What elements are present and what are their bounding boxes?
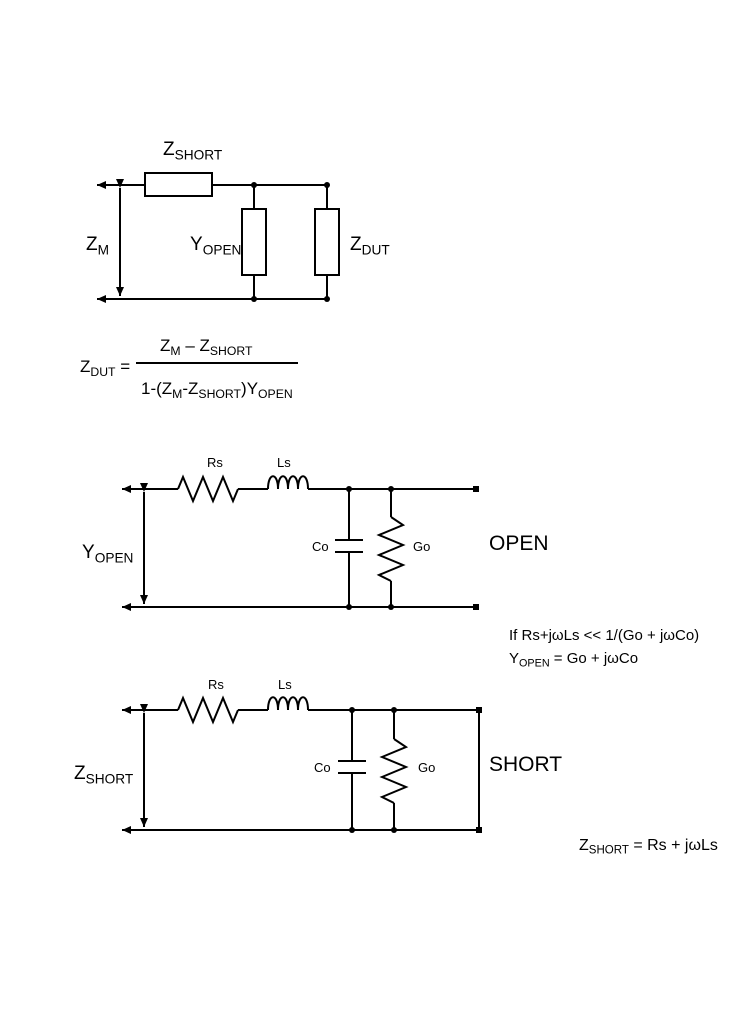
open-terminal — [473, 604, 479, 610]
go-label-open: Go — [413, 540, 430, 553]
node-dot — [251, 296, 257, 302]
co-label-short: Co — [314, 761, 331, 774]
condition-line1: If Rs+jωLs << 1/(Go + jωCo) — [509, 628, 699, 643]
zshort-port-label: ZSHORT — [74, 764, 133, 783]
go-resistor-open — [379, 517, 403, 581]
zshort-equation: ZSHORT = Rs + jωLs — [579, 838, 718, 854]
yopen-label: YOPEN — [190, 235, 241, 254]
go-resistor-short — [382, 739, 406, 803]
node-dot — [349, 827, 355, 833]
rs-label-open: Rs — [207, 456, 223, 469]
short-terminal — [476, 827, 482, 833]
open-terminal — [473, 486, 479, 492]
node-dot — [388, 486, 394, 492]
node-dot — [324, 296, 330, 302]
formula-denominator: 1-(ZM-ZSHORT)YOPEN — [141, 380, 293, 397]
zshort-label: ZSHORT — [163, 140, 222, 159]
rs-resistor-short — [178, 698, 238, 722]
condition-line2: YOPEN = Go + jωCo — [509, 651, 638, 666]
node-dot — [388, 604, 394, 610]
node-dot — [349, 707, 355, 713]
ls-inductor-short — [268, 697, 308, 710]
ls-inductor-open — [268, 476, 308, 489]
yopen-element — [242, 209, 266, 275]
node-dot — [391, 707, 397, 713]
yopen-port-label: YOPEN — [82, 543, 133, 562]
ls-label-short: Ls — [278, 678, 292, 691]
co-label-open: Co — [312, 540, 329, 553]
rs-label-short: Rs — [208, 678, 224, 691]
node-dot — [324, 182, 330, 188]
node-dot — [391, 827, 397, 833]
rs-resistor-open — [178, 477, 238, 501]
node-dot — [251, 182, 257, 188]
formula-lhs: ZDUT = — [80, 358, 130, 375]
zshort-resistor — [145, 173, 212, 196]
open-label: OPEN — [489, 533, 549, 554]
node-dot — [346, 486, 352, 492]
go-label-short: Go — [418, 761, 435, 774]
short-terminal — [476, 707, 482, 713]
node-dot — [346, 604, 352, 610]
zdut-element — [315, 209, 339, 275]
formula-numerator: ZM – ZSHORT — [160, 337, 253, 354]
fraction-bar — [136, 362, 298, 364]
zdut-label: ZDUT — [350, 235, 390, 254]
short-label: SHORT — [489, 754, 562, 775]
zm-label: ZM — [86, 235, 109, 254]
ls-label-open: Ls — [277, 456, 291, 469]
